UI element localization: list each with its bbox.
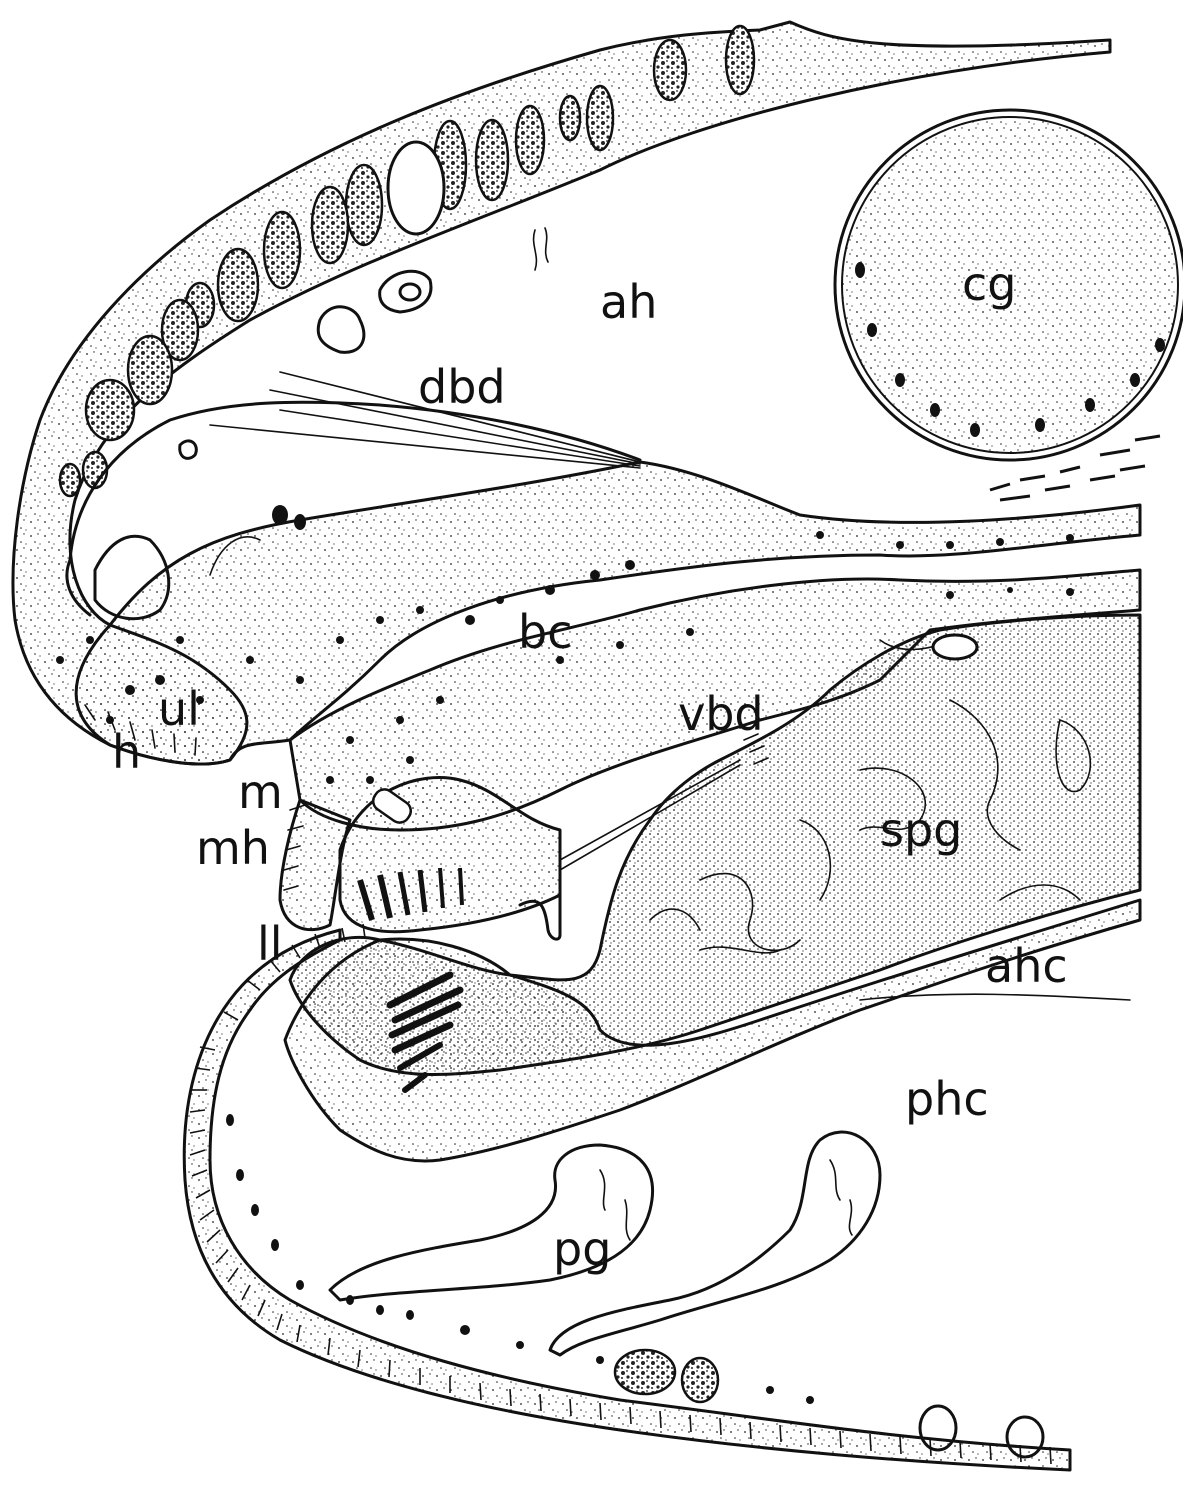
label-ul: ul (158, 682, 200, 736)
label-h: h (112, 725, 141, 779)
label-ahc: ahc (985, 939, 1068, 993)
label-ll: ll (257, 917, 283, 971)
label-ah: ah (600, 275, 657, 329)
label-mh: mh (196, 821, 270, 875)
label-dbd: dbd (418, 360, 506, 414)
label-spg: spg (880, 803, 962, 857)
label-m: m (238, 765, 283, 819)
label-phc: phc (905, 1072, 989, 1126)
label-bc: bc (518, 605, 573, 659)
label-pg: pg (553, 1222, 611, 1276)
label-cg: cg (962, 257, 1017, 311)
label-vbd: vbd (678, 687, 764, 741)
